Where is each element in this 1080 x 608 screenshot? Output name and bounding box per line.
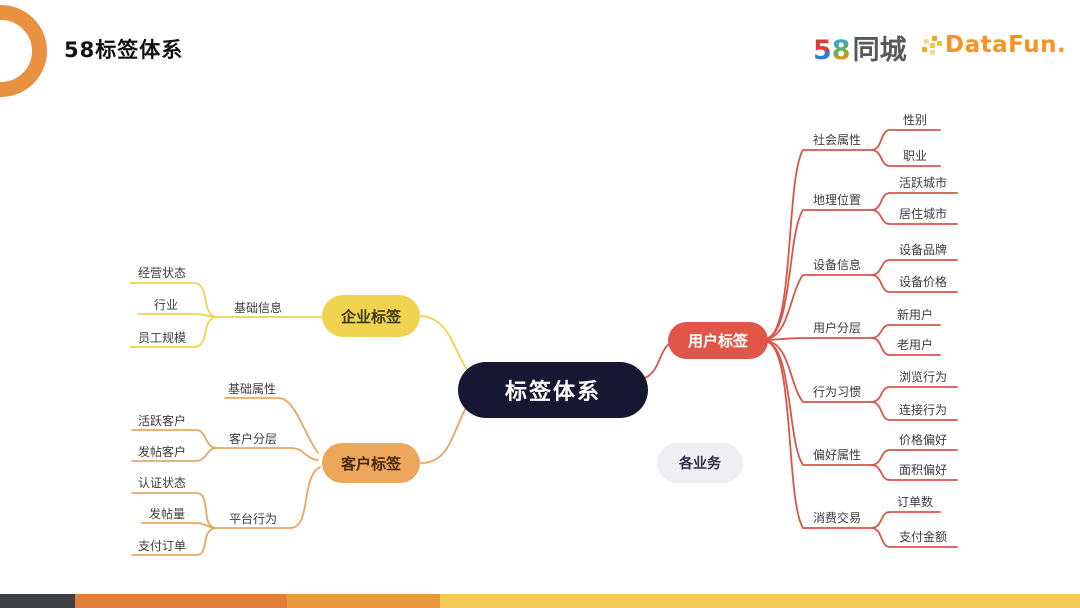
- footer-bar-segment-light-orange: [287, 594, 440, 608]
- enterprise-branch-lines: [130, 282, 469, 373]
- datafun-logo-text: DataFun.: [945, 32, 1067, 58]
- branch-label: 客户分层: [228, 432, 278, 446]
- leaf-label: 经营状态: [137, 266, 187, 280]
- leaf-label: 面积偏好: [898, 463, 948, 477]
- branch-label: 消费交易: [812, 511, 862, 525]
- leaf-label: 支付订单: [137, 539, 187, 553]
- leaf-label: 订单数: [896, 495, 934, 509]
- branch-label: 平台行为: [228, 512, 278, 526]
- user-tags-node: 用户标签: [668, 322, 768, 359]
- datafun-sparkle-icon: [930, 42, 935, 48]
- logo-digit-5: 5: [813, 35, 832, 66]
- leaf-label: 新用户: [896, 308, 934, 322]
- customer-branch-lines: [131, 397, 469, 556]
- branch-label: 设备信息: [812, 258, 862, 272]
- leaf-label: 设备品牌: [898, 243, 948, 257]
- leaf-label: 行业: [153, 298, 179, 312]
- logo-suffix: 同城: [852, 35, 907, 66]
- user-branch-lines: [644, 129, 958, 548]
- leaf-label: 支付金额: [898, 530, 948, 544]
- branch-label: 基础属性: [227, 382, 277, 396]
- root-node: 标签体系: [458, 362, 648, 418]
- leaf-label: 性别: [902, 113, 928, 127]
- leaf-label: 员工规模: [137, 331, 187, 345]
- page-title: 58标签体系: [64, 38, 184, 62]
- footer-bar-segment-dark: [0, 594, 75, 608]
- leaf-label: 认证状态: [137, 476, 187, 490]
- branch-label: 偏好属性: [812, 448, 862, 462]
- leaf-label: 连接行为: [898, 403, 948, 417]
- logo-digit-8: 8: [831, 35, 851, 66]
- branch-label: 行为习惯: [812, 385, 862, 399]
- business-node: 各业务: [657, 443, 743, 483]
- footer-bar-segment-orange: [75, 594, 287, 608]
- branch-label: 社会属性: [812, 133, 862, 147]
- datafun-logo: DataFun.: [930, 32, 1066, 58]
- leaf-label: 活跃城市: [898, 176, 948, 190]
- leaf-label: 职业: [902, 149, 928, 163]
- leaf-label: 浏览行为: [898, 370, 948, 384]
- leaf-label: 发帖客户: [137, 445, 187, 459]
- footer-bar-segment-yellow: [440, 594, 1080, 608]
- enterprise-tags-node: 企业标签: [322, 295, 420, 337]
- leaf-label: 发帖量: [148, 507, 186, 521]
- leaf-label: 活跃客户: [137, 414, 187, 428]
- leaf-label: 居住城市: [898, 207, 948, 221]
- leaf-label: 设备价格: [898, 275, 948, 289]
- branch-label: 用户分层: [812, 321, 862, 335]
- 58-tongcheng-logo: 5 8 同城: [813, 28, 907, 67]
- customer-tags-node: 客户标签: [322, 443, 420, 483]
- branch-label: 基础信息: [233, 301, 283, 315]
- leaf-label: 老用户: [896, 338, 934, 352]
- branch-label: 地理位置: [812, 193, 862, 207]
- leaf-label: 价格偏好: [898, 433, 948, 447]
